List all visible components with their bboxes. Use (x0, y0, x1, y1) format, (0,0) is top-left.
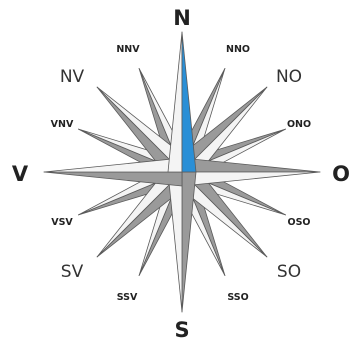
label-west: V (12, 162, 29, 186)
point-west-right-facet (44, 158, 182, 172)
label-ene: ONO (287, 119, 311, 130)
point-east-right-facet (182, 172, 320, 186)
label-wsw: VSV (51, 217, 73, 228)
label-south: S (174, 318, 189, 342)
point-west-left-facet (44, 172, 182, 186)
label-southeast: SO (277, 262, 301, 282)
point-east-left-facet (182, 158, 320, 172)
point-north-left-facet (168, 32, 182, 172)
point-north-right-facet (182, 32, 196, 172)
label-ssw: SSV (117, 292, 138, 303)
label-northeast: NO (276, 67, 302, 87)
label-sse: SSO (227, 292, 248, 303)
point-south-right-facet (168, 172, 182, 312)
label-southwest: SV (61, 262, 84, 282)
label-ese: OSO (288, 217, 311, 228)
label-wnw: VNV (51, 119, 74, 130)
label-nnw: NNV (116, 44, 140, 55)
label-north: N (173, 6, 191, 30)
point-south-left-facet (182, 172, 196, 312)
label-east: O (332, 162, 350, 186)
label-nne: NNO (226, 44, 250, 55)
label-northwest: NV (60, 67, 85, 87)
